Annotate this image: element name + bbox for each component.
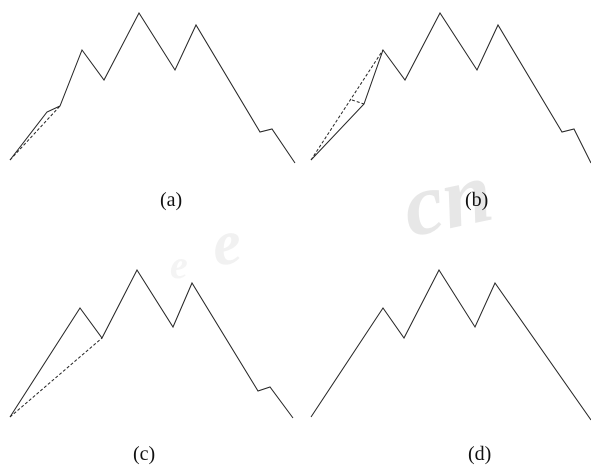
panel-d: (d): [310, 268, 591, 465]
panel-b: (b): [310, 12, 591, 211]
panel-label-d: (d): [468, 443, 491, 465]
panel-label-a: (a): [160, 189, 182, 211]
panel-label-b: (b): [465, 189, 488, 211]
mountain-curve: [310, 268, 591, 421]
midpoint-dashed-chord: [310, 49, 384, 161]
mountain-curve: [9, 268, 294, 419]
midpoint-dashed-segment: [351, 99, 365, 105]
midpoint-dashed-chord: [9, 105, 61, 161]
mountain-curve: [9, 11, 296, 164]
watermark-text: cn: [394, 143, 500, 256]
panel-label-c: (c): [133, 443, 155, 465]
watermark: cn e e: [170, 143, 500, 287]
mountain-curve: [310, 12, 591, 164]
midpoint-dashed-chord: [9, 337, 103, 418]
panel-a: (a): [9, 11, 296, 211]
watermark-fragment-2: e: [170, 242, 188, 287]
panel-c: (c): [9, 268, 294, 465]
watermark-fragment: e: [207, 205, 245, 279]
